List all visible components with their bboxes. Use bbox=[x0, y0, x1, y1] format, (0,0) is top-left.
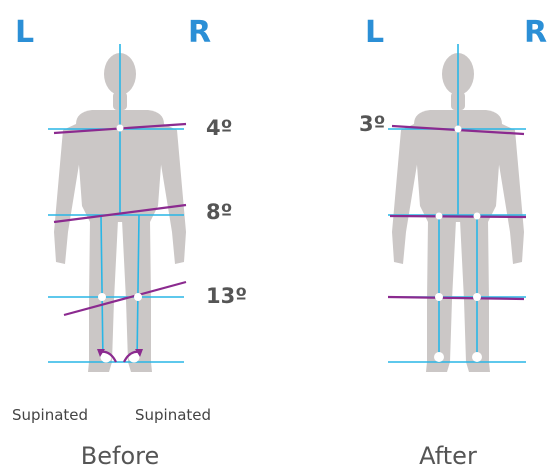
before-knee-angle-label: 13º bbox=[206, 284, 247, 308]
after-left-knee-dot bbox=[435, 293, 443, 301]
before-panel: L R 4º 8º 13º Supinated Supinated bbox=[12, 15, 247, 470]
after-right-side-label: R bbox=[524, 15, 547, 50]
before-hip-angle-label: 8º bbox=[206, 200, 232, 224]
before-left-foot-label: Supinated bbox=[12, 406, 88, 424]
after-right-ankle-dot bbox=[472, 352, 482, 362]
after-hip-tilt-line bbox=[390, 216, 526, 217]
before-right-side-label: R bbox=[188, 15, 211, 50]
after-right-knee-dot bbox=[473, 293, 481, 301]
after-shoulder-angle-label: 3º bbox=[359, 112, 385, 136]
after-panel: L R 3º After bbox=[359, 15, 547, 470]
after-left-side-label: L bbox=[365, 15, 384, 50]
after-caption: After bbox=[419, 442, 477, 470]
before-shoulder-angle-label: 4º bbox=[206, 116, 232, 140]
before-left-side-label: L bbox=[15, 15, 34, 50]
before-right-foot-label: Supinated bbox=[135, 406, 211, 424]
before-left-knee-dot bbox=[98, 293, 106, 301]
before-right-knee-dot bbox=[134, 293, 142, 301]
before-shoulder-dot bbox=[117, 125, 124, 132]
after-shoulder-dot bbox=[455, 126, 462, 133]
before-knee-tilt-line bbox=[64, 282, 186, 315]
after-left-ankle-dot bbox=[434, 352, 444, 362]
before-caption: Before bbox=[81, 442, 159, 470]
after-left-hip-dot bbox=[436, 213, 443, 220]
after-right-hip-dot bbox=[474, 213, 481, 220]
